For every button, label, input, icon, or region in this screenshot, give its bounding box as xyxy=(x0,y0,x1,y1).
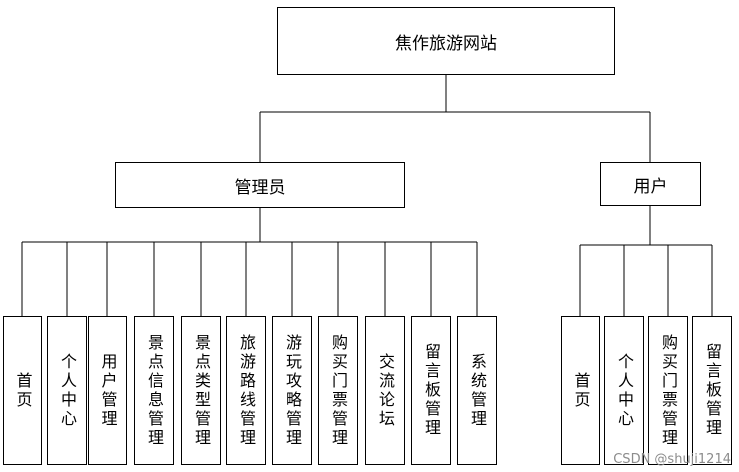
root-label: 焦作旅游网站 xyxy=(395,33,497,54)
admin-child-user-management: 用户管理 xyxy=(88,316,127,465)
admin-child-label: 游玩攻略管理 xyxy=(283,333,302,448)
admin-child-guide-management: 游玩攻略管理 xyxy=(272,316,312,465)
admin-child-label: 交流论坛 xyxy=(376,352,395,429)
user-child-label: 首页 xyxy=(571,371,591,410)
user-node: 用户 xyxy=(600,162,701,206)
user-child-label: 购买门票管理 xyxy=(659,333,678,448)
admin-child-scenic-type-management: 景点类型管理 xyxy=(181,316,221,465)
watermark: CSDN @shuji1214 xyxy=(613,452,731,467)
admin-child-label: 首页 xyxy=(13,371,33,410)
admin-child-label: 景点信息管理 xyxy=(145,333,164,448)
admin-child-system-management: 系统管理 xyxy=(457,316,497,465)
admin-child-label: 购买门票管理 xyxy=(329,333,348,448)
admin-child-label: 系统管理 xyxy=(468,352,487,429)
admin-child-home: 首页 xyxy=(3,316,42,465)
admin-child-label: 景点类型管理 xyxy=(192,333,211,448)
user-child-personal-center: 个人中心 xyxy=(604,316,644,465)
admin-child-label: 个人中心 xyxy=(58,352,77,429)
user-child-home: 首页 xyxy=(561,316,600,465)
user-child-ticket-management: 购买门票管理 xyxy=(648,316,688,465)
root-node: 焦作旅游网站 xyxy=(277,7,615,75)
admin-child-personal-center: 个人中心 xyxy=(47,316,87,465)
admin-child-scenic-info-management: 景点信息管理 xyxy=(134,316,174,465)
admin-label: 管理员 xyxy=(234,177,286,198)
admin-node: 管理员 xyxy=(115,162,405,208)
admin-child-message-board-management: 留言板管理 xyxy=(411,316,451,465)
user-child-message-board-management: 留言板管理 xyxy=(692,316,732,465)
admin-child-label: 用户管理 xyxy=(98,352,118,429)
admin-child-label: 旅游路线管理 xyxy=(237,333,256,448)
user-child-label: 个人中心 xyxy=(615,352,634,429)
admin-child-label: 留言板管理 xyxy=(422,343,441,438)
user-child-label: 留言板管理 xyxy=(703,343,722,438)
user-label: 用户 xyxy=(633,176,668,197)
admin-child-route-management: 旅游路线管理 xyxy=(226,316,266,465)
admin-child-ticket-management: 购买门票管理 xyxy=(318,316,358,465)
admin-child-forum: 交流论坛 xyxy=(365,316,405,465)
